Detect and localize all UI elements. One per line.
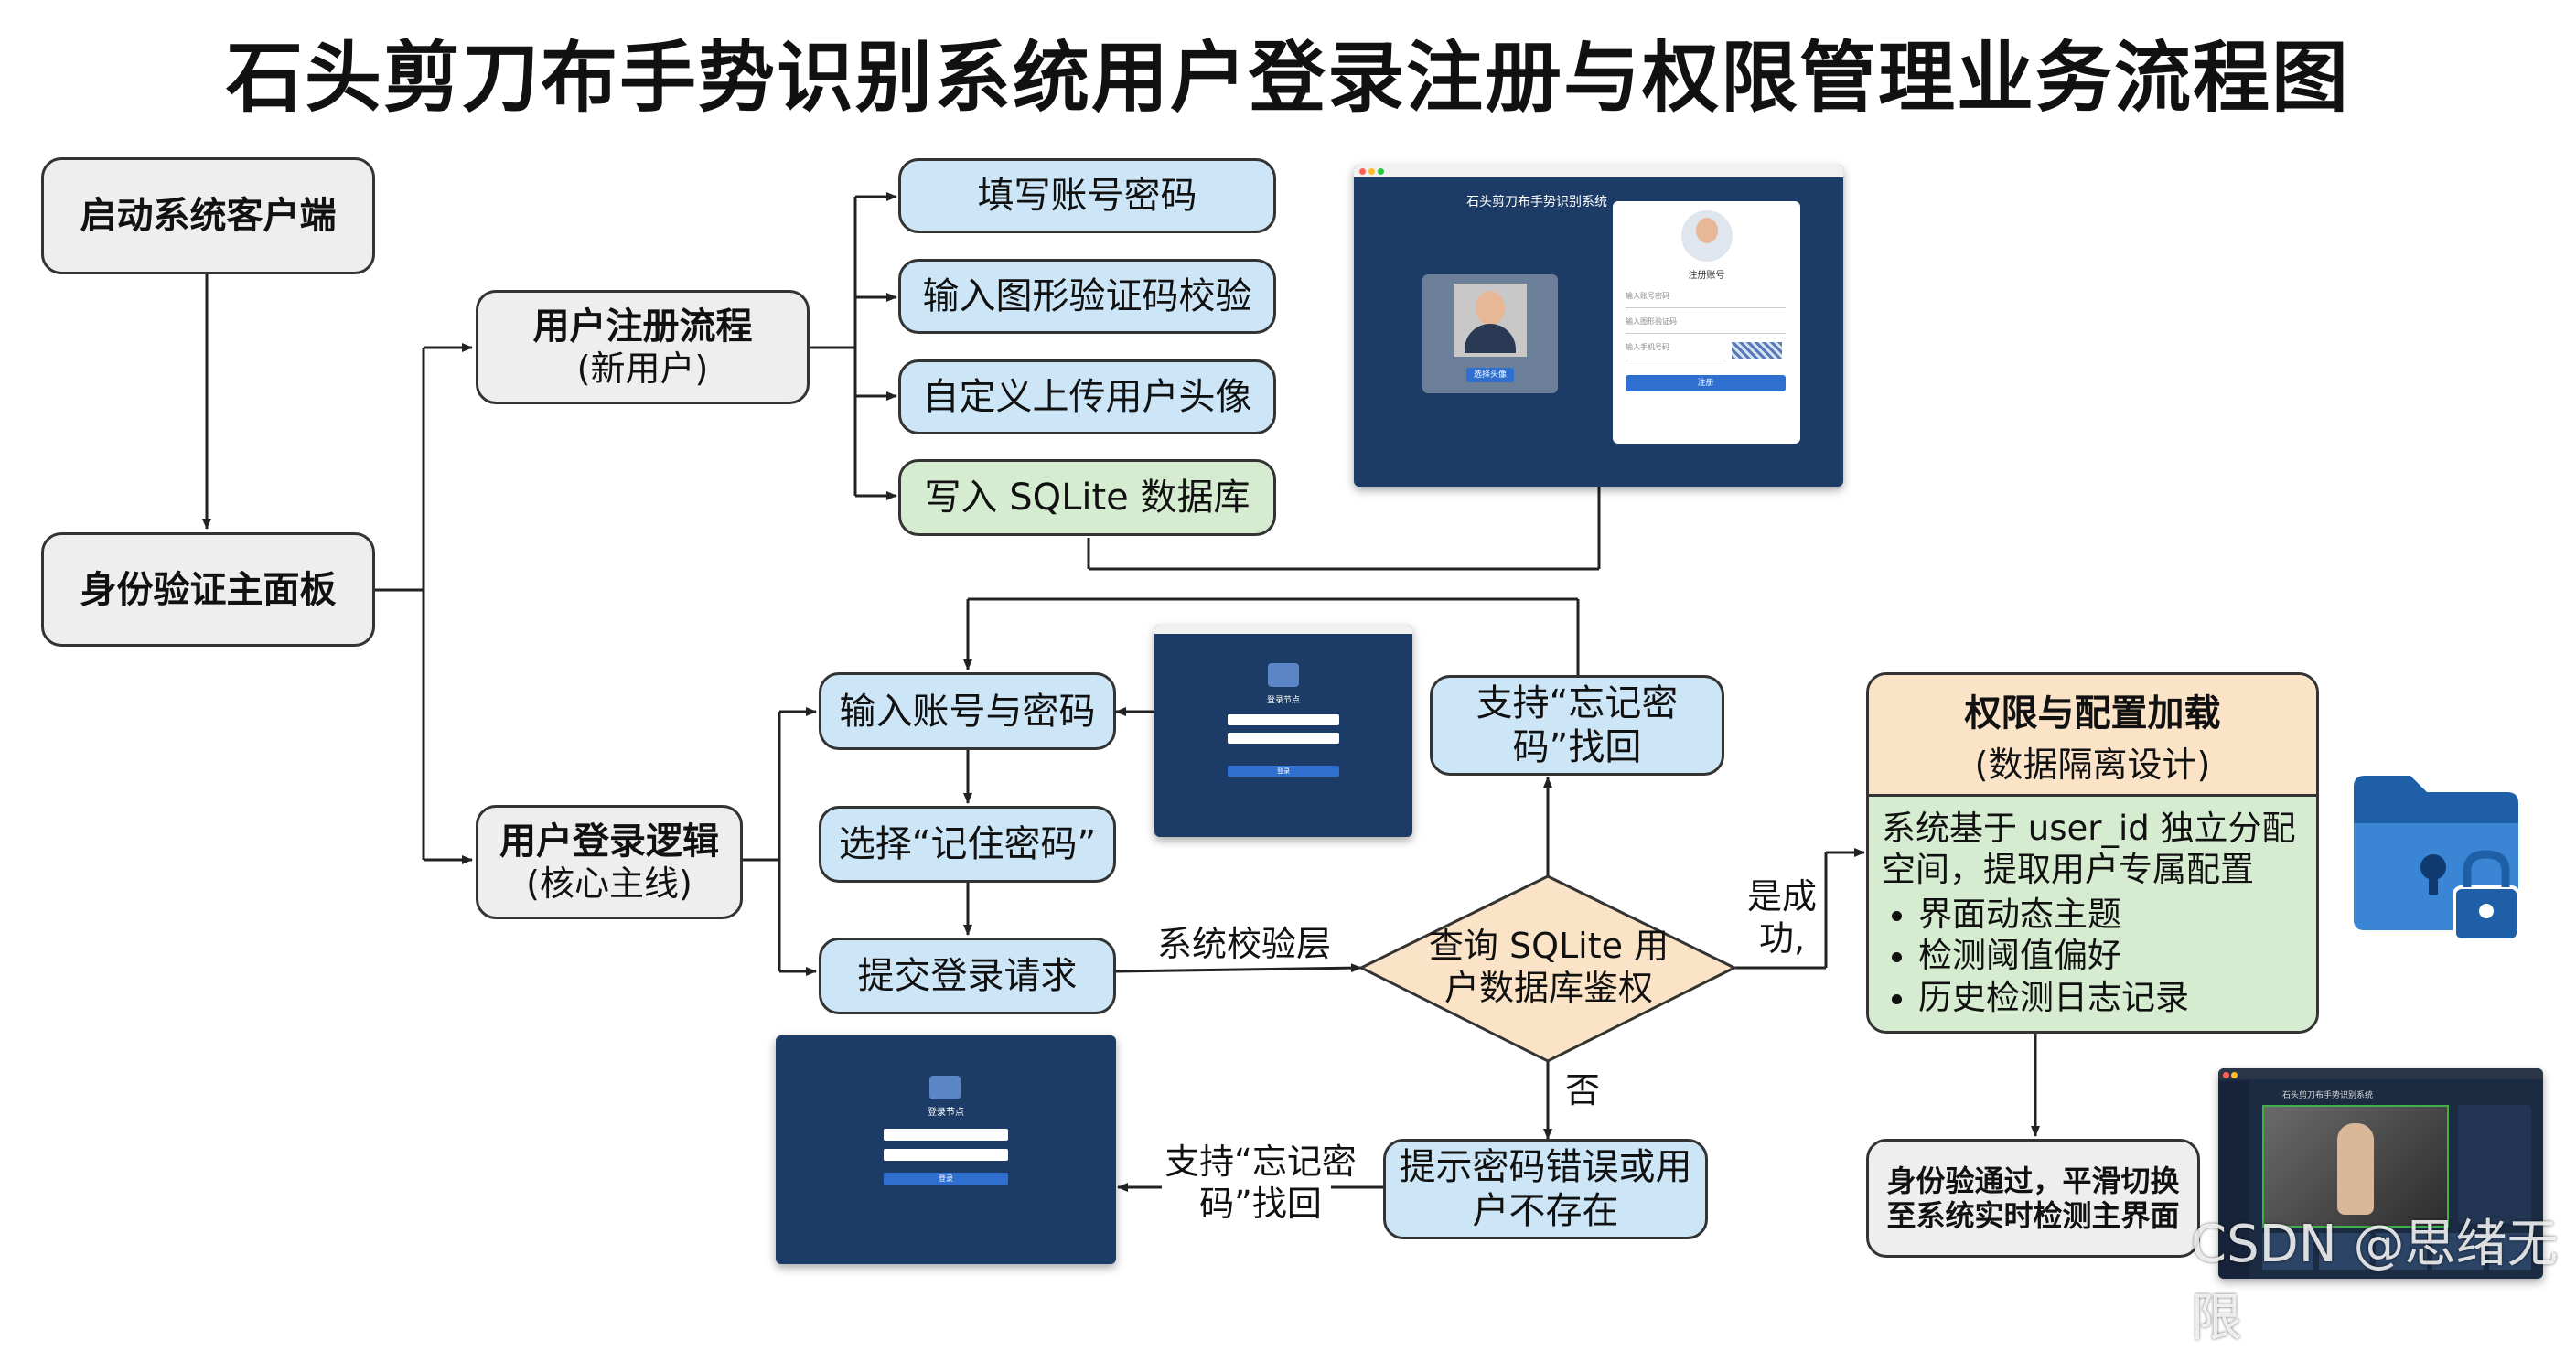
permission-item: 历史检测日志记录 [1918, 977, 2303, 1018]
register-field-phone[interactable]: 输入手机号码 [1626, 342, 1726, 359]
main-interface-screenshot: 石头剪刀布手势识别系统 [2218, 1068, 2543, 1279]
camera-feed [2262, 1105, 2449, 1228]
register-flow-title: 用户注册流程 [532, 305, 753, 348]
verify-layer-label: 系统校验层 [1156, 924, 1331, 964]
decision-diamond [1358, 874, 1738, 1063]
diagram-title: 石头剪刀布手势识别系统用户登录注册与权限管理业务流程图 [225, 33, 2350, 123]
forgot-password-label: 支持“忘记密码”找回 [1476, 682, 1679, 768]
permission-item: 界面动态主题 [1918, 894, 2303, 935]
permission-list: 界面动态主题 检测阈值偏好 历史检测日志记录 [1882, 894, 2303, 1017]
login-step-remember: 选择“记住密码” [819, 806, 1116, 883]
permission-body: 系统基于 user_id 独立分配空间，提取用户专属配置 界面动态主题 检测阈值… [1869, 797, 2316, 1031]
register-field-account[interactable]: 输入账号密码 [1626, 291, 1786, 308]
yes-success-label: 是成功, [1746, 876, 1817, 959]
permission-header: 权限与配置加载 (数据隔离设计) [1869, 675, 2316, 797]
register-window-title: 石头剪刀布手势识别系统 [1466, 195, 1607, 209]
login-username-field[interactable] [884, 1129, 1008, 1141]
forgot-password-bottom-label: 支持“忘记密码”找回 [1165, 1142, 1357, 1224]
register-card-title: 注册账号 [1688, 271, 1725, 281]
reg-step-avatar: 自定义上传用户头像 [898, 359, 1276, 434]
main-window-title: 石头剪刀布手势识别系统 [2282, 1091, 2374, 1100]
captcha-image [1732, 342, 1782, 359]
upload-avatar-button[interactable]: 选择头像 [1466, 368, 1514, 382]
login-card-title: 登录节点 [928, 1108, 964, 1118]
login-submit-button[interactable]: 登录 [1228, 766, 1339, 777]
reg-step-sqlite-label: 写入 SQLite 数据库 [924, 477, 1250, 519]
reg-step-captcha: 输入图形验证码校验 [898, 259, 1276, 334]
window-titlebar [1154, 625, 1412, 634]
start-client-node: 启动系统客户端 [41, 157, 375, 274]
forgot-password-node: 支持“忘记密码”找回 [1430, 675, 1724, 776]
login-step-submit: 提交登录请求 [819, 938, 1116, 1014]
success-switch-label: 身份验通过，平滑切换至系统实时检测主界面 [1886, 1163, 2180, 1233]
connector-lines [202, 192, 2040, 1192]
register-field-captcha[interactable]: 输入图形验证码 [1626, 316, 1786, 334]
register-submit-button[interactable]: 注册 [1626, 375, 1786, 391]
permission-item: 检测阈值偏好 [1918, 935, 2303, 976]
login-logo-icon [929, 1076, 961, 1099]
login-logo-icon [1268, 663, 1299, 687]
login-step-remember-label: 选择“记住密码” [838, 823, 1097, 865]
avatar-preview: 选择头像 [1422, 274, 1558, 393]
login-submit-button[interactable]: 登录 [884, 1173, 1008, 1185]
login-password-field[interactable] [884, 1149, 1008, 1161]
register-flow-node: 用户注册流程 (新用户) [476, 290, 810, 404]
victory-hand-icon [2337, 1123, 2374, 1215]
permission-config-node: 权限与配置加载 (数据隔离设计) 系统基于 user_id 独立分配空间，提取用… [1866, 672, 2319, 1034]
login-step-input: 输入账号与密码 [819, 672, 1116, 750]
reg-step-fill-account-label: 填写账号密码 [977, 175, 1197, 217]
login-step-submit-label: 提交登录请求 [857, 955, 1078, 997]
window-titlebar [2218, 1068, 2543, 1079]
reg-step-fill-account: 填写账号密码 [898, 158, 1276, 233]
reg-step-avatar-label: 自定义上传用户头像 [922, 376, 1252, 418]
auth-panel-node: 身份验证主面板 [41, 532, 375, 647]
decision-label: 查询 SQLite 用户数据库鉴权 [1428, 926, 1669, 1008]
login-flow-subtitle: (核心主线) [526, 863, 692, 904]
register-screenshot: 石头剪刀布手势识别系统 选择头像 注册账号 输入账号密码 输入图形验证码 输入手… [1354, 165, 1843, 487]
login-screenshot-bottom: 登录节点 登录 [776, 1035, 1116, 1264]
start-client-label: 启动系统客户端 [80, 195, 337, 237]
login-username-field[interactable] [1228, 714, 1339, 725]
login-flow-title: 用户登录逻辑 [499, 820, 719, 863]
permission-title: 权限与配置加载 [1964, 692, 2221, 734]
register-card: 注册账号 输入账号密码 输入图形验证码 输入手机号码 注册 [1613, 201, 1800, 444]
register-flow-subtitle: (新用户) [576, 348, 709, 389]
avatar-person-icon [1476, 291, 1505, 326]
permission-subtitle: (数据隔离设计) [1974, 744, 2211, 785]
error-message-label: 提示密码错误或用户不存在 [1399, 1146, 1692, 1232]
auth-panel-label: 身份验证主面板 [80, 568, 337, 611]
permission-description: 系统基于 user_id 独立分配空间，提取用户专属配置 [1882, 809, 2296, 890]
error-message-node: 提示密码错误或用户不存在 [1383, 1139, 1708, 1239]
login-step-input-label: 输入账号与密码 [839, 690, 1096, 733]
success-switch-node: 身份验通过，平滑切换至系统实时检测主界面 [1866, 1139, 2200, 1258]
window-titlebar [1354, 165, 1843, 177]
sidebar-nav [2218, 1081, 2249, 1279]
login-screenshot-top: 登录节点 登录 [1154, 625, 1412, 837]
csdn-watermark: CSDN @思绪无限 [2191, 1215, 2559, 1348]
result-panel [2458, 1105, 2531, 1224]
login-flow-node: 用户登录逻辑 (核心主线) [476, 805, 743, 919]
thumbnail-strip [2262, 1233, 2531, 1270]
folder-lock-icon [2354, 776, 2520, 942]
no-label: 否 [1564, 1070, 1600, 1110]
reg-step-captcha-label: 输入图形验证码校验 [922, 275, 1252, 317]
reg-step-sqlite: 写入 SQLite 数据库 [898, 459, 1276, 536]
login-card-title: 登录节点 [1266, 696, 1300, 705]
login-password-field[interactable] [1228, 733, 1339, 744]
